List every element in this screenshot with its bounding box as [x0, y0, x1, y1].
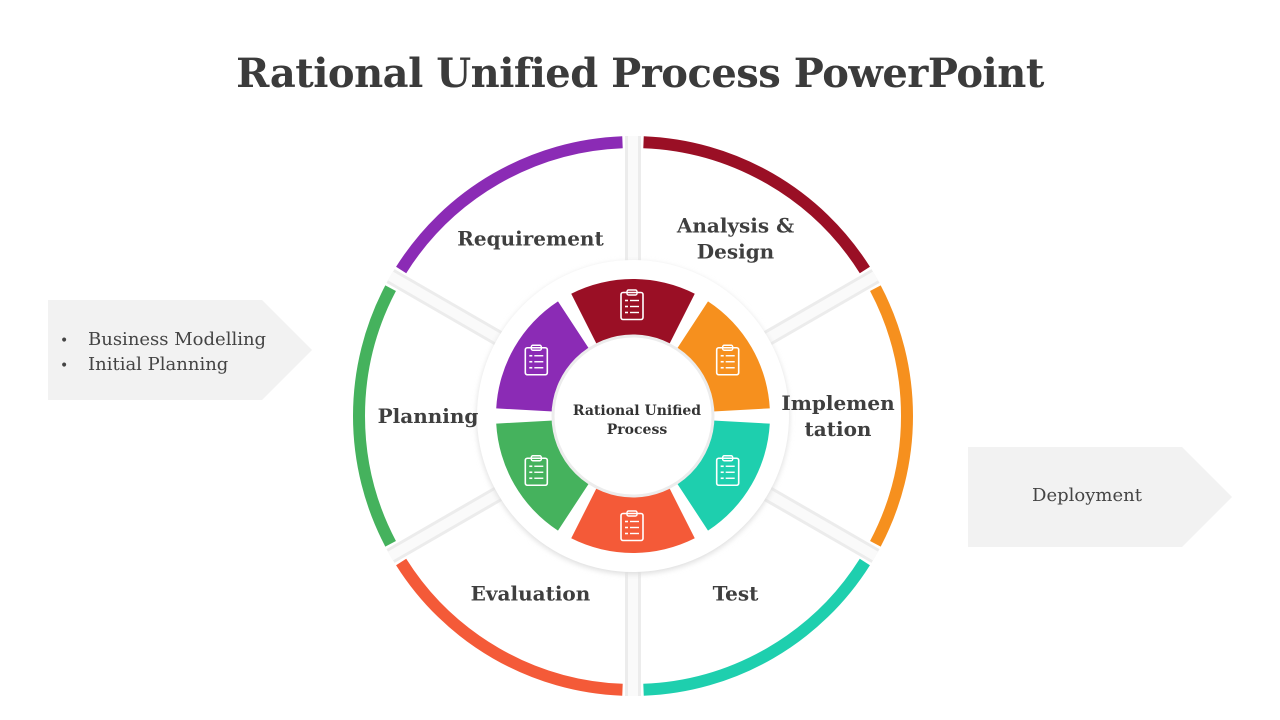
- segment-label-line: Test: [713, 582, 760, 606]
- deployment-label: Deployment: [1032, 485, 1142, 506]
- outer-arc-1: [643, 136, 870, 274]
- segment-label-1: Requirement: [457, 226, 604, 250]
- analytics-magnifier-icon: [715, 344, 740, 376]
- segment-label-line: tation: [805, 417, 872, 441]
- center-circle: [551, 334, 715, 498]
- gear-cycle-icon: [715, 455, 740, 487]
- inner-sector-1: [571, 279, 695, 345]
- outer-arc-6: [396, 136, 623, 274]
- right-arrow-callout: Deployment: [968, 447, 1232, 547]
- center-label-line: Process: [607, 422, 668, 438]
- spoke-divider-inner: [760, 271, 878, 346]
- spoke-divider-inner: [388, 486, 506, 561]
- segment-label-line: Analysis &: [676, 213, 794, 237]
- left-arrow-callout: Business Modelling Initial Planning: [48, 300, 312, 400]
- left-callout-list: Business Modelling Initial Planning: [60, 328, 266, 378]
- segment-label-line: Implemen: [781, 391, 895, 415]
- segment-label-4: Test: [713, 582, 760, 606]
- page-title: Rational Unified Process PowerPoint: [236, 50, 1044, 97]
- checklist-clipboard-icon: [620, 510, 644, 542]
- outer-arc-4: [396, 558, 623, 696]
- segment-label-6: Planning: [378, 404, 479, 428]
- spoke-divider-inner: [760, 486, 878, 561]
- approved-document-icon: [524, 455, 549, 487]
- outer-arc-3: [643, 558, 870, 696]
- inner-sector-5: [496, 420, 590, 531]
- inner-sector-4: [571, 487, 695, 553]
- segment-label-line: Requirement: [457, 226, 604, 250]
- outer-arc-2: [870, 285, 913, 547]
- segment-label-line: Design: [697, 239, 775, 263]
- segment-label-2: Analysis &Design: [676, 213, 794, 263]
- segment-label-line: Planning: [378, 404, 479, 428]
- document-scroll-icon: [524, 344, 549, 376]
- inner-sector-3: [676, 420, 770, 531]
- segment-label-line: Evaluation: [471, 582, 591, 606]
- clipboard-pencil-icon: [620, 289, 644, 321]
- list-item: Business Modelling: [60, 328, 266, 353]
- segment-label-5: Evaluation: [471, 582, 591, 606]
- list-item: Initial Planning: [60, 353, 266, 378]
- outer-arc-5: [353, 285, 396, 547]
- center-label-line: Rational Unified: [573, 403, 701, 419]
- spoke-divider-inner: [388, 271, 506, 346]
